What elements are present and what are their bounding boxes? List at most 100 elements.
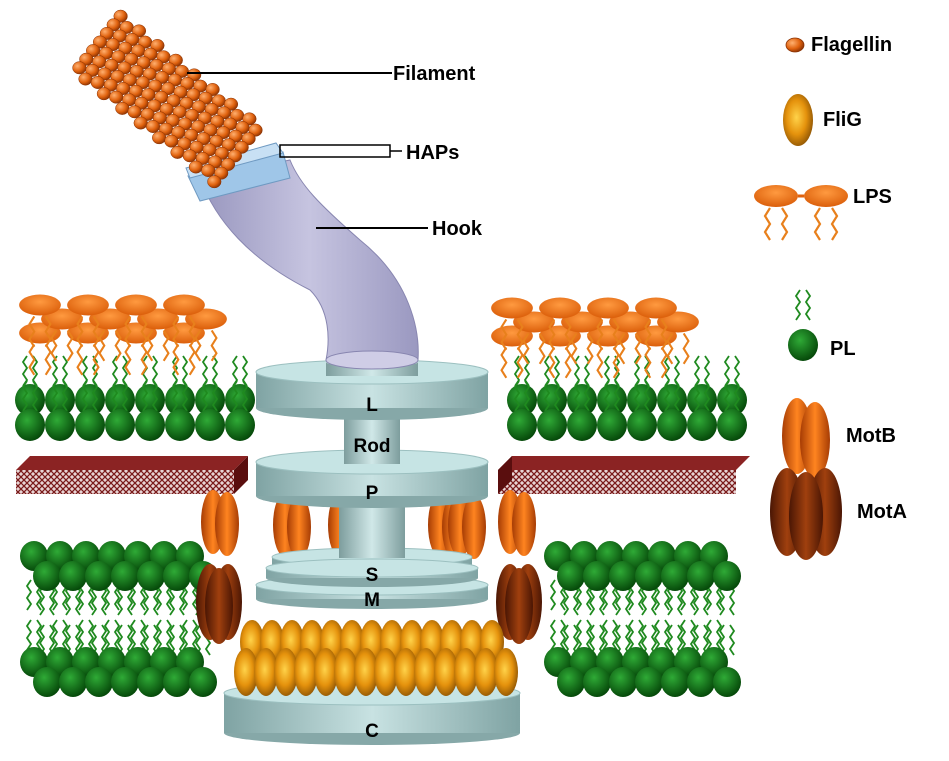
phospholipid-tail bbox=[130, 619, 146, 651]
flagellin-subunit bbox=[152, 131, 167, 145]
mota-icon bbox=[770, 468, 842, 560]
phospholipid-head bbox=[225, 409, 255, 441]
phospholipid-head bbox=[635, 667, 663, 697]
phospholipid-head bbox=[105, 409, 135, 441]
phospholipid-head bbox=[717, 384, 747, 416]
motb-unit bbox=[512, 492, 536, 556]
phospholipid-head bbox=[163, 667, 191, 697]
phospholipid-head bbox=[195, 409, 225, 441]
flagellin-subunit bbox=[207, 175, 222, 189]
motb-unit bbox=[287, 495, 311, 559]
flig-unit bbox=[434, 648, 458, 696]
phospholipid-head bbox=[661, 667, 689, 697]
phospholipid-head bbox=[111, 667, 139, 697]
phospholipid-tail bbox=[78, 619, 94, 651]
legend-lps-label: LPS bbox=[853, 186, 892, 208]
flig-unit bbox=[274, 648, 298, 696]
proximal-rod-body bbox=[339, 500, 405, 558]
flig-unit bbox=[314, 648, 338, 696]
rod-label: Rod bbox=[353, 436, 391, 457]
phospholipid-head bbox=[557, 561, 585, 591]
legend-pl-label: PL bbox=[830, 338, 856, 360]
phospholipid-head bbox=[45, 409, 75, 441]
flig-ring bbox=[234, 620, 518, 696]
pl-icon bbox=[788, 289, 818, 361]
flagellin-subunit bbox=[133, 116, 148, 130]
flagellin-subunit bbox=[72, 61, 87, 75]
flagellin-subunit bbox=[201, 164, 216, 177]
phospholipid-head bbox=[597, 409, 627, 441]
pl-icon-tail bbox=[795, 289, 811, 321]
phospholipid-head bbox=[85, 561, 113, 591]
phospholipid-head bbox=[557, 667, 585, 697]
phospholipid-head bbox=[33, 561, 61, 591]
flagellin-subunit bbox=[164, 134, 179, 148]
phospholipid-tail bbox=[628, 619, 644, 651]
flagellin-subunit bbox=[170, 145, 185, 159]
membrane-layers bbox=[15, 293, 747, 697]
lps-icon bbox=[752, 183, 850, 242]
phospholipid-head bbox=[687, 384, 717, 416]
phospholipid-head bbox=[59, 667, 87, 697]
phospholipid-head bbox=[567, 384, 597, 416]
phospholipid-tail bbox=[156, 619, 172, 651]
phospholipid-head bbox=[165, 409, 195, 441]
flagellin-subunit bbox=[96, 87, 111, 101]
phospholipid-head bbox=[189, 667, 217, 697]
phospholipid-head bbox=[75, 409, 105, 441]
phospholipid-tail bbox=[576, 619, 592, 651]
c-ring-disc bbox=[223, 680, 521, 745]
phospholipid-head bbox=[537, 384, 567, 416]
flig-unit bbox=[454, 648, 478, 696]
phospholipid-tail bbox=[602, 619, 618, 651]
motb-icon-unit bbox=[800, 402, 830, 478]
l-ring-disc bbox=[255, 359, 489, 420]
phospholipid-head bbox=[537, 409, 567, 441]
phospholipid-tail bbox=[104, 619, 120, 651]
phospholipid-tail bbox=[550, 619, 566, 651]
peptidoglycan-right-top bbox=[498, 456, 750, 470]
motb-unit bbox=[215, 492, 239, 556]
leader-lines bbox=[187, 72, 428, 229]
lps-icon-unit bbox=[752, 183, 800, 242]
legend-flig-label: FliG bbox=[823, 109, 862, 131]
flagellin-subunit bbox=[145, 120, 161, 133]
flagellin-subunit bbox=[127, 105, 142, 119]
flagellin-icon bbox=[785, 37, 805, 53]
phospholipid-head bbox=[507, 409, 537, 441]
phospholipid-head bbox=[59, 561, 87, 591]
ring-p-label: P bbox=[365, 483, 379, 504]
flig-unit bbox=[294, 648, 318, 696]
pl-icon-head bbox=[788, 329, 818, 361]
phospholipid-head bbox=[609, 561, 637, 591]
phospholipid-head bbox=[713, 561, 741, 591]
phospholipid-tail bbox=[706, 619, 722, 651]
phospholipid-head bbox=[111, 561, 139, 591]
hook-label: Hook bbox=[432, 218, 482, 240]
mota-icon-unit bbox=[789, 472, 823, 560]
ring-c-label: C bbox=[365, 721, 379, 742]
ring-s-lower bbox=[265, 558, 479, 587]
peptidoglycan-right bbox=[498, 470, 736, 494]
phospholipid-head bbox=[627, 384, 657, 416]
ring-s-label: S bbox=[365, 565, 379, 586]
phospholipid-head bbox=[687, 409, 717, 441]
phospholipid-tail bbox=[724, 355, 740, 387]
phospholipid-head bbox=[687, 561, 715, 591]
motb-unit bbox=[462, 495, 486, 559]
phospholipid-head bbox=[137, 561, 165, 591]
phospholipid-head bbox=[137, 667, 165, 697]
phospholipid-tail bbox=[680, 619, 696, 651]
phospholipid-head bbox=[105, 384, 135, 416]
flagellin-subunit bbox=[109, 90, 124, 104]
flig-unit bbox=[234, 648, 258, 696]
phospholipid-head bbox=[507, 384, 537, 416]
motb-icon bbox=[782, 398, 830, 478]
phospholipid-tail bbox=[694, 355, 710, 387]
phospholipid-tail bbox=[182, 619, 198, 651]
peptidoglycan-left-top bbox=[16, 456, 248, 470]
phospholipid-head bbox=[195, 384, 225, 416]
phospholipid-head bbox=[163, 561, 191, 591]
phospholipid-head bbox=[567, 409, 597, 441]
